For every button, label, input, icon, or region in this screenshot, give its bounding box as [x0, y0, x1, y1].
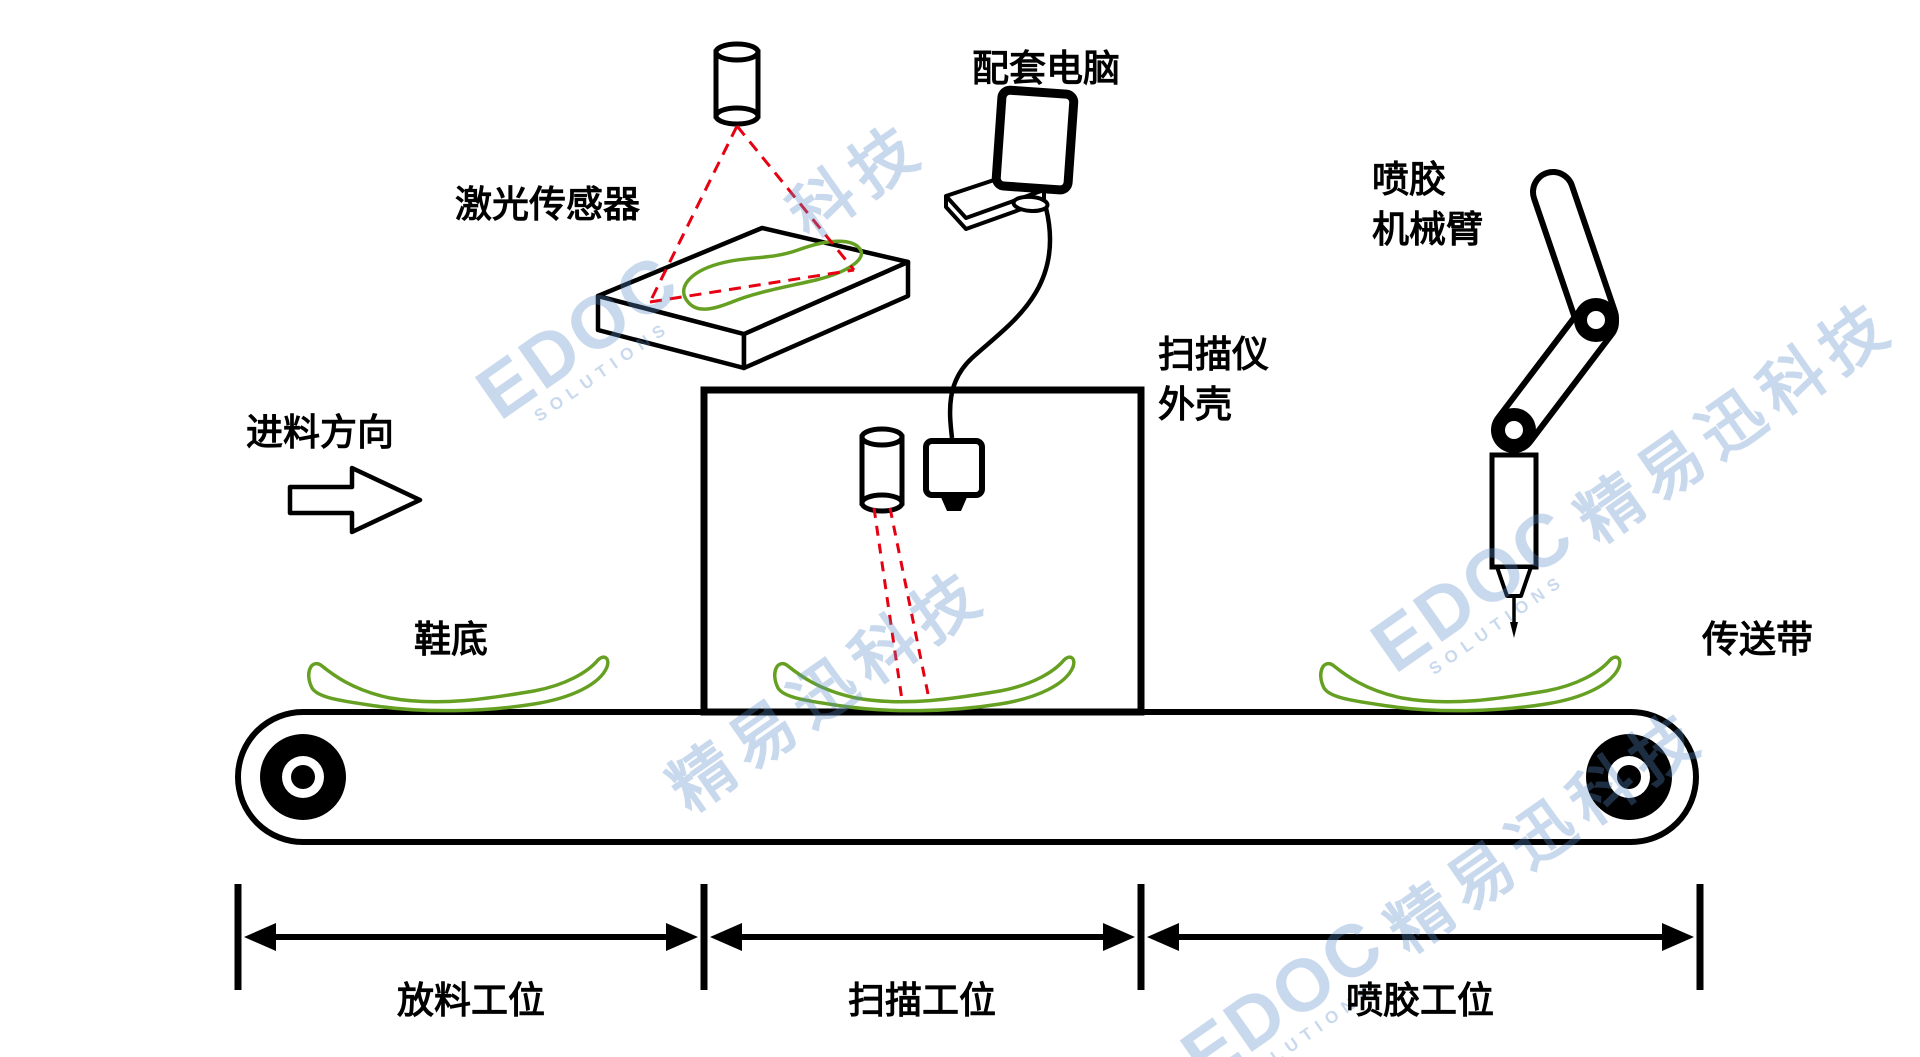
conveyor-belt: [235, 709, 1699, 845]
conveyor-belt-label: 传送带: [1702, 619, 1813, 660]
spray-gun-body: [1489, 452, 1539, 570]
scanner-sensor-cylinder: [859, 426, 905, 514]
robot-elbow-joint: [1574, 298, 1618, 342]
left-pulley: [260, 734, 346, 820]
station-label-loading: 放料工位: [397, 980, 545, 1021]
scanner-housing-label: 扫描仪 外壳: [1158, 330, 1269, 430]
scanner-housing-label-line1: 扫描仪: [1158, 334, 1269, 375]
computer-assembly: [944, 85, 1079, 439]
robot-upper-arm: [1530, 169, 1619, 341]
laser-sensor-label: 激光传感器: [455, 184, 640, 225]
station-dimensions: [234, 884, 1704, 990]
robot-arm-label-line1: 喷胶: [1372, 159, 1446, 200]
sole-right: [1318, 655, 1622, 713]
laser-sensor-assembly: [595, 41, 911, 371]
computer-cable: [947, 207, 1053, 439]
spray-nozzle: [1495, 565, 1533, 638]
right-pulley: [1586, 734, 1672, 820]
sole-left: [306, 655, 610, 713]
measuring-platform: [595, 225, 911, 371]
robot-forearm: [1491, 299, 1619, 453]
scanner-housing-label-line2: 外壳: [1158, 383, 1232, 425]
station-label-scanning: 扫描工位: [848, 980, 996, 1021]
span-arrow-scanning: [710, 923, 1135, 951]
shoe-sole-label: 鞋底: [414, 619, 488, 660]
span-arrow-loading: [244, 923, 698, 951]
span-arrow-gluing: [1147, 923, 1694, 951]
laser-beam-lines: [648, 125, 856, 304]
scanner-camera: [923, 438, 985, 511]
feed-direction-arrow: [287, 465, 423, 535]
sole-top-view: [681, 239, 864, 311]
robot-arm: [1489, 169, 1619, 638]
monitor: [991, 85, 1079, 213]
computer-label: 配套电脑: [972, 48, 1120, 89]
scanner-internals: [859, 426, 985, 701]
robot-arm-label-line2: 机械臂: [1372, 208, 1483, 250]
feed-direction-label: 进料方向: [246, 412, 394, 453]
robot-arm-label: 喷胶 机械臂: [1372, 155, 1483, 255]
station-label-gluing: 喷胶工位: [1346, 980, 1494, 1021]
robot-wrist-joint: [1492, 408, 1536, 452]
laser-sensor-cylinder: [713, 41, 761, 127]
scanner-beam-lines: [872, 507, 930, 701]
